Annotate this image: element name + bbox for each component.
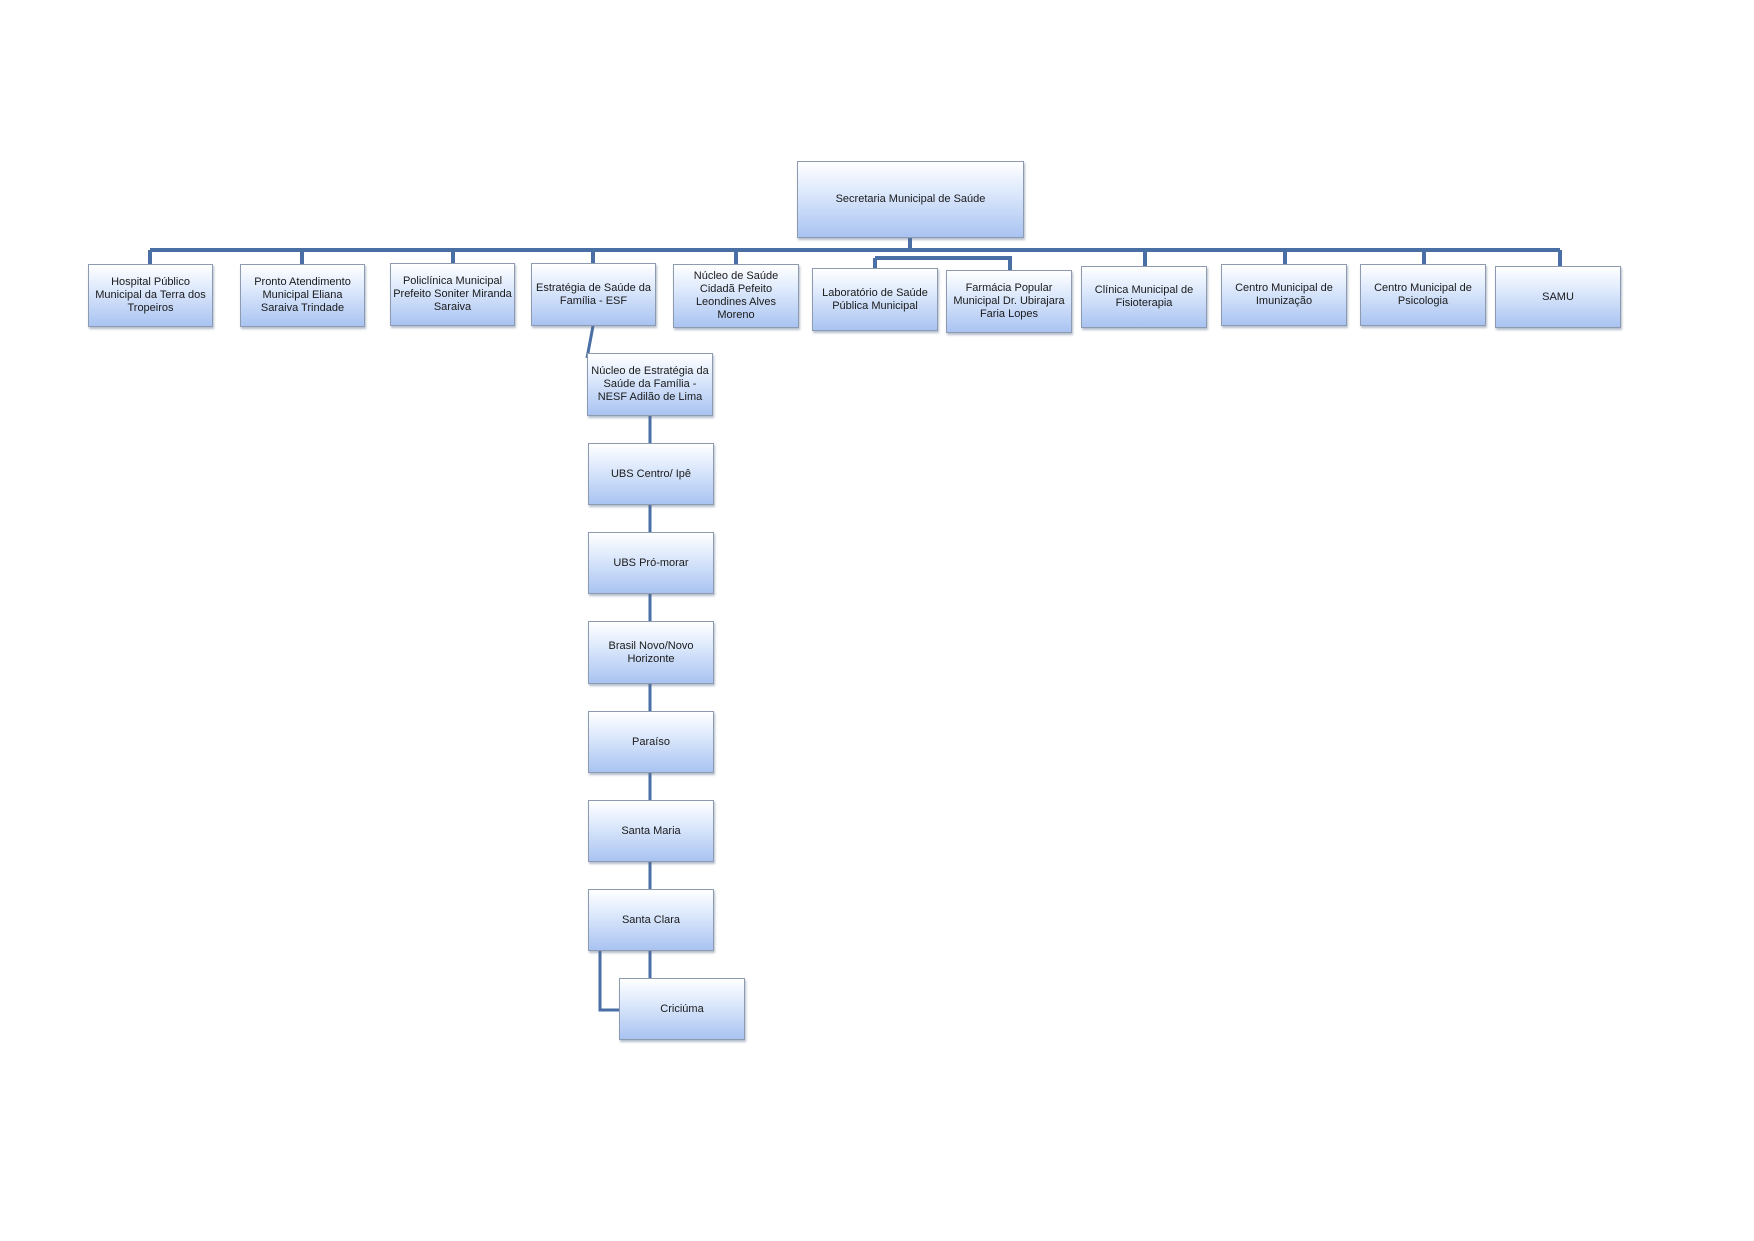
node-label: Estratégia de Saúde da Família - ESF	[536, 281, 651, 307]
node-label: Clínica Municipal de Fisioterapia	[1094, 284, 1194, 309]
node-label: Santa Clara	[621, 913, 681, 926]
org-node-hospital: Hospital Público Municipal da Terra dos …	[88, 264, 213, 327]
org-node-pronto-atendimento: Pronto Atendimento Municipal Eliana Sara…	[240, 264, 365, 327]
node-label: Criciúma	[660, 1002, 704, 1015]
esf-stem	[585, 325, 595, 359]
org-node-ubs-pro-morar: UBS Pró-morar	[588, 532, 714, 594]
root-to-departments-connector	[148, 238, 1562, 270]
node-label: Centro Municipal de Psicologia	[1374, 282, 1472, 307]
node-label: Brasil Novo/Novo Horizonte	[608, 639, 694, 665]
node-label: Núcleo de Saúde Cidadã Pefeito Leondines…	[693, 270, 779, 321]
node-label: Laboratório de Saúde Pública Municipal	[822, 286, 928, 312]
node-label: SAMU	[1542, 290, 1574, 303]
node-label: Paraíso	[632, 735, 670, 748]
node-label: Santa Maria	[621, 824, 681, 837]
node-label: Núcleo de Estratégia da Saúde da Família…	[591, 365, 709, 403]
org-node-nucleo-saude-cidada: Núcleo de Saúde Cidadã Pefeito Leondines…	[673, 264, 799, 328]
org-node-paraiso: Paraíso	[588, 711, 714, 773]
org-node-imunizacao: Centro Municipal de Imunização	[1221, 264, 1347, 326]
org-node-esf: Estratégia de Saúde da Família - ESF	[531, 263, 656, 326]
node-label: Policlínica Municipal Prefeito Soniter M…	[393, 275, 512, 313]
org-node-nesf: Núcleo de Estratégia da Saúde da Família…	[587, 353, 713, 416]
org-node-criciuma: Criciúma	[619, 978, 745, 1040]
org-node-farmacia: Farmácia Popular Municipal Dr. Ubirajara…	[946, 270, 1072, 333]
node-label: Centro Municipal de Imunização	[1235, 282, 1333, 307]
org-node-psicologia: Centro Municipal de Psicologia	[1360, 264, 1486, 326]
node-label: Pronto Atendimento Municipal Eliana Sara…	[254, 276, 351, 314]
org-node-laboratorio: Laboratório de Saúde Pública Municipal	[812, 268, 938, 331]
org-node-ubs-centro-ipe: UBS Centro/ Ipê	[588, 443, 714, 505]
org-node-secretaria: Secretaria Municipal de Saúde	[797, 161, 1024, 238]
org-node-fisioterapia: Clínica Municipal de Fisioterapia	[1081, 266, 1207, 328]
node-label: Farmácia Popular Municipal Dr. Ubirajara…	[953, 282, 1065, 320]
org-node-santa-maria: Santa Maria	[588, 800, 714, 862]
node-label: Hospital Público Municipal da Terra dos …	[95, 276, 206, 314]
org-node-santa-clara: Santa Clara	[588, 889, 714, 951]
org-node-policlinica: Policlínica Municipal Prefeito Soniter M…	[390, 263, 515, 326]
node-label: UBS Pró-morar	[613, 556, 689, 569]
org-node-samu: SAMU	[1495, 266, 1621, 328]
cric-elbow	[598, 951, 620, 1012]
node-label: Secretaria Municipal de Saúde	[835, 193, 986, 205]
node-label: UBS Centro/ Ipê	[610, 467, 692, 480]
org-node-brasil-novo: Brasil Novo/Novo Horizonte	[588, 621, 714, 684]
